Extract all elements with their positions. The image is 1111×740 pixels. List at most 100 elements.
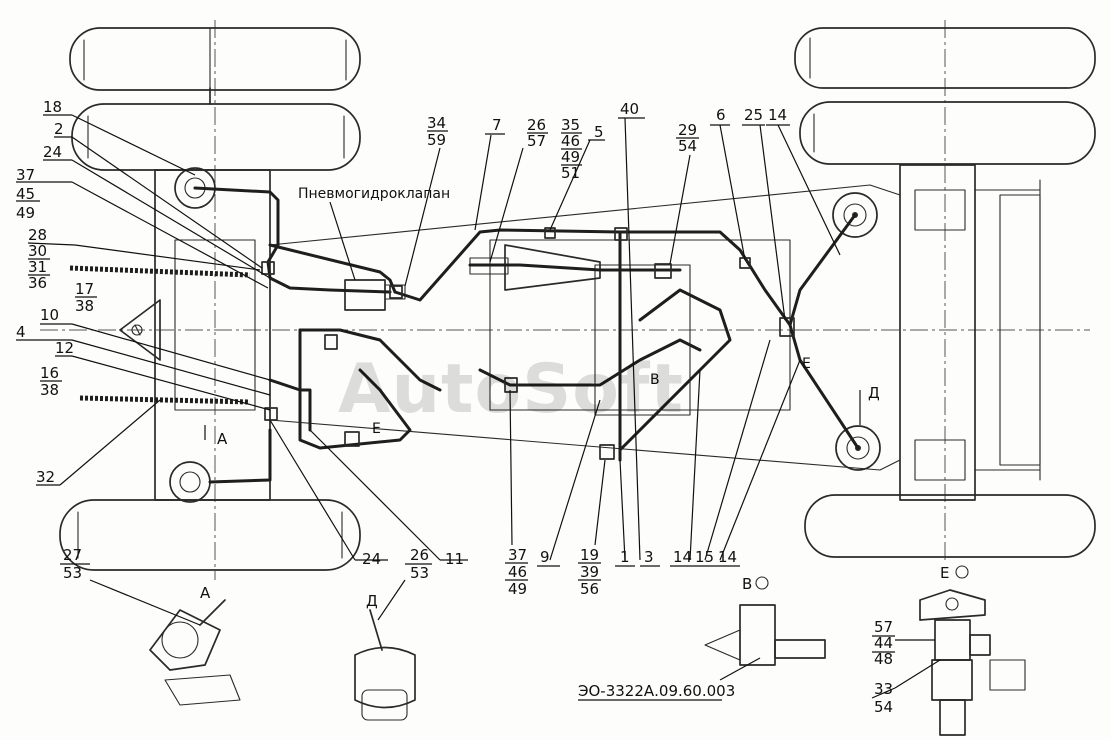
callout-54b-line: 54 xyxy=(874,698,893,716)
callout-1-line: 1 xyxy=(620,548,630,566)
left-rear-wheel xyxy=(59,499,361,571)
valve-caption: Пневмогидроклапан xyxy=(298,186,450,202)
callout-24-bottom-line: 24 xyxy=(362,550,381,568)
callout-3-line: 3 xyxy=(644,548,654,566)
callout-18-line: 18 xyxy=(43,98,62,116)
left-rear-brake-chamber xyxy=(169,461,211,503)
callout-27-53: 27 53 xyxy=(60,546,90,582)
pipe-fittings xyxy=(261,227,795,460)
view-letter-e-main: Е xyxy=(372,421,381,437)
callout-49b-line: 49 xyxy=(508,580,527,598)
callout-1: 1 xyxy=(615,548,635,567)
chassis-outline xyxy=(269,184,901,471)
callout-16-38-line: 38 xyxy=(40,381,59,399)
callout-25: 25 xyxy=(742,106,765,126)
callout-5: 5 xyxy=(588,123,605,141)
callout-24-top: 24 xyxy=(43,143,72,161)
callout-12: 12 xyxy=(55,339,74,357)
callout-14-top: 14 xyxy=(766,106,790,126)
callout-16-38: 16 38 xyxy=(40,364,62,399)
callout-6: 6 xyxy=(710,106,730,126)
left-front-wheel-bottom xyxy=(71,103,361,171)
callout-57-line: 57 xyxy=(527,132,546,150)
callout-57-44-48: 57 44 48 xyxy=(872,618,895,668)
callout-48-line: 48 xyxy=(874,650,893,668)
callout-44-line: 44 xyxy=(874,634,893,652)
left-axle-frame xyxy=(119,87,271,501)
callout-32: 32 xyxy=(36,468,60,486)
view-letter-v-main: В xyxy=(650,372,660,388)
callout-15: 15 xyxy=(693,548,716,567)
callout-28-line: 28 xyxy=(28,226,47,244)
view-title-e: Е xyxy=(940,564,949,582)
callout-24-top-line: 24 xyxy=(43,143,62,161)
view-title-v: В xyxy=(742,575,752,593)
right-front-wheel-top xyxy=(794,27,1096,89)
callout-25-line: 25 xyxy=(744,106,763,124)
callout-24-bottom: 24 xyxy=(355,550,388,568)
callout-53b-line: 53 xyxy=(410,564,429,582)
callout-2: 2 xyxy=(54,120,72,138)
callout-11-line: 11 xyxy=(445,550,464,568)
callout-34-59: 34 59 xyxy=(427,114,448,149)
callout-28-30-31-36: 28 30 31 36 xyxy=(27,226,76,292)
pneumohydraulic-valve xyxy=(344,279,406,311)
view-letter-e-right: Е xyxy=(802,356,811,372)
callout-33-54: 33 54 xyxy=(871,680,896,716)
callout-15-line: 15 xyxy=(695,548,714,566)
callout-46-line: 46 xyxy=(561,132,580,150)
watermark-text: AutoSoft xyxy=(338,350,684,429)
detail-view-e xyxy=(919,565,1026,736)
callout-9-line: 9 xyxy=(540,548,550,566)
callout-46b-line: 46 xyxy=(508,563,527,581)
callout-37b-line: 37 xyxy=(508,546,527,564)
callout-51-line: 51 xyxy=(561,164,580,182)
left-front-wheel-top xyxy=(69,27,361,91)
callout-17-38: 17 38 xyxy=(75,280,97,315)
callout-37-line: 37 xyxy=(16,166,35,184)
callout-5-line: 5 xyxy=(594,123,604,141)
callout-26-line: 26 xyxy=(527,116,546,134)
callout-14-top-line: 14 xyxy=(768,106,787,124)
callout-38-line: 38 xyxy=(75,297,94,315)
callout-29-54: 29 54 xyxy=(676,121,699,155)
callout-3: 3 xyxy=(640,548,660,567)
right-rear-wheel xyxy=(804,494,1096,558)
callout-33-line: 33 xyxy=(874,680,893,698)
view-letter-d-main: Д xyxy=(868,384,880,402)
drawing-code-block: ЭО-3322А.09.60.003 xyxy=(578,682,735,701)
callout-7-line: 7 xyxy=(492,116,502,134)
detail-view-a xyxy=(149,599,241,706)
callout-14-a: 14 xyxy=(670,548,693,567)
callout-6-line: 6 xyxy=(716,106,726,124)
view-letter-a-main: А xyxy=(217,430,228,448)
callout-26b-line: 26 xyxy=(410,546,429,564)
callout-14b-line: 14 xyxy=(718,548,737,566)
center-axes xyxy=(40,20,1090,580)
callout-10-line: 10 xyxy=(40,306,59,324)
callout-16-line: 16 xyxy=(40,364,59,382)
callout-34-line: 34 xyxy=(427,114,446,132)
callout-49-line-b: 49 xyxy=(561,148,580,166)
callout-17-line: 17 xyxy=(75,280,94,298)
callout-2-line: 2 xyxy=(54,120,64,138)
callout-4-line: 4 xyxy=(16,323,26,341)
callout-40: 40 xyxy=(618,100,645,119)
callout-9: 9 xyxy=(537,548,560,567)
callout-19-line: 19 xyxy=(580,546,599,564)
callout-29-line: 29 xyxy=(678,121,697,139)
callout-49-line: 49 xyxy=(16,204,35,222)
callout-14a-line: 14 xyxy=(673,548,692,566)
drawing-code: ЭО-3322А.09.60.003 xyxy=(578,682,735,700)
right-rear-brake-chamber xyxy=(835,425,881,471)
callout-26-57: 26 57 xyxy=(527,116,548,150)
detail-view-d xyxy=(354,609,416,721)
view-letters: А Д Е Е В А Д В Е xyxy=(200,356,949,610)
callout-11: 11 xyxy=(440,550,468,568)
right-front-wheel-bottom xyxy=(799,101,1096,165)
detail-view-v xyxy=(704,576,826,666)
leader-lines xyxy=(59,114,941,689)
callout-37-45-49: 37 45 49 xyxy=(16,166,72,222)
